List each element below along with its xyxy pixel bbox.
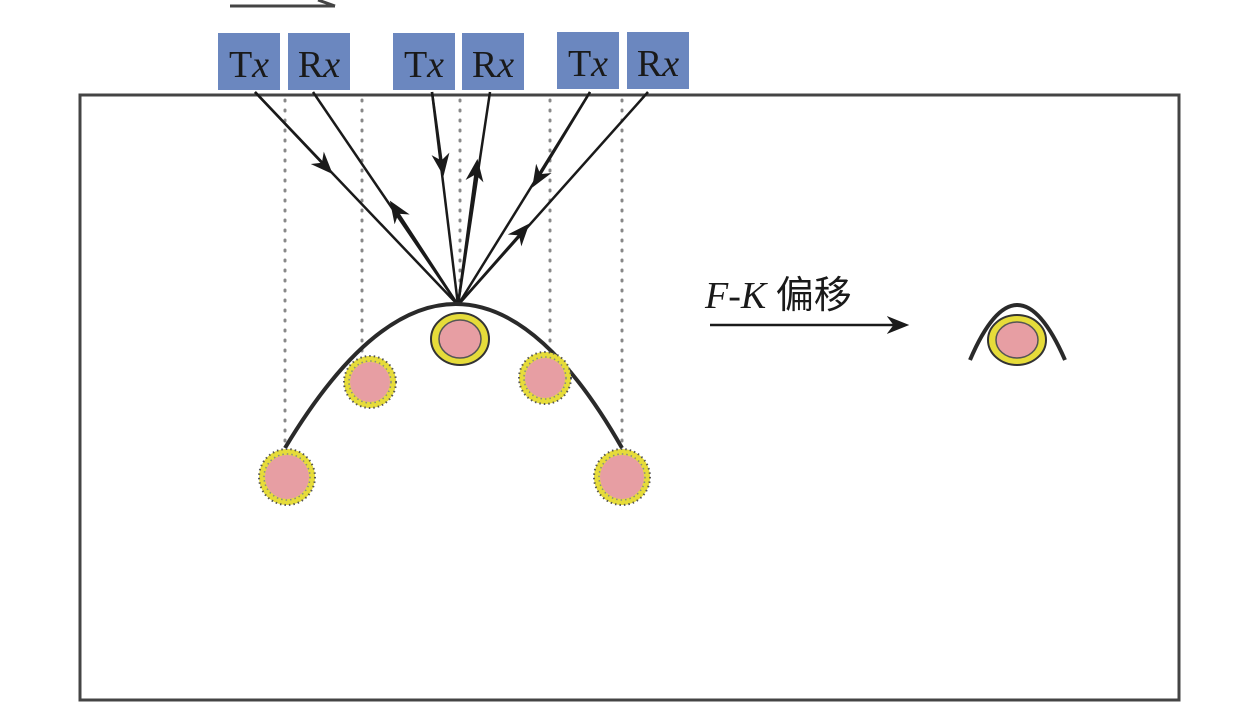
antenna-tx-2: Tx (393, 33, 455, 90)
apparent-target (518, 351, 572, 405)
svg-text:Rx: Rx (637, 43, 679, 85)
scan-direction-arrow (230, 0, 336, 8)
antenna-array: Tx Rx Tx Rx Tx Rx (218, 32, 689, 90)
migrated-target (968, 303, 1067, 366)
apparent-target (258, 448, 316, 506)
migration-label: F-K 偏移 (704, 275, 852, 317)
true-target (430, 312, 490, 366)
subsurface-frame (78, 93, 1181, 702)
svg-text:Tx: Tx (404, 44, 444, 86)
ray-paths (254, 91, 649, 306)
apparent-targets (258, 351, 651, 506)
svg-text:Rx: Rx (472, 44, 514, 86)
apparent-target (343, 355, 397, 409)
antenna-rx-2: Rx (462, 33, 524, 90)
antenna-rx-1: Rx (288, 33, 350, 90)
svg-text:Tx: Tx (229, 44, 269, 86)
svg-text:Tx: Tx (568, 43, 608, 85)
apparent-target (593, 448, 651, 506)
diffraction-hyperbola (283, 302, 624, 450)
projection-lines (283, 98, 624, 447)
antenna-tx-3: Tx (557, 32, 619, 89)
svg-text:Rx: Rx (298, 44, 340, 86)
antenna-rx-3: Rx (627, 32, 689, 89)
antenna-tx-1: Tx (218, 33, 280, 90)
